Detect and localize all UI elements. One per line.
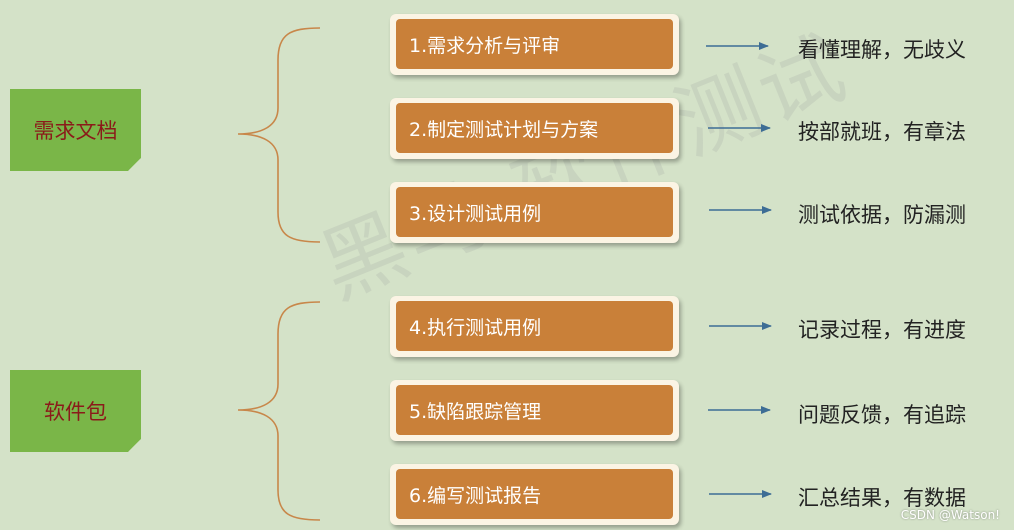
step-box-4: 4.执行测试用例 <box>390 296 679 357</box>
step-outcome-6: 汇总结果，有数据 <box>798 486 966 510</box>
step-box-6: 6.编写测试报告 <box>390 464 679 525</box>
group-note-requirements: 需求文档 <box>10 89 141 171</box>
step-box-5: 5.缺陷跟踪管理 <box>390 380 679 441</box>
step-outcome-1: 看懂理解，无歧义 <box>798 38 966 62</box>
step-label: 2.制定测试计划与方案 <box>396 103 673 153</box>
brace-package <box>237 301 321 521</box>
step-label: 6.编写测试报告 <box>396 469 673 519</box>
step-label: 5.缺陷跟踪管理 <box>396 385 673 435</box>
step-outcome-3: 测试依据，防漏测 <box>798 203 966 227</box>
step-outcome-2: 按部就班，有章法 <box>798 120 966 144</box>
brace-requirements <box>237 27 321 243</box>
step-box-1: 1.需求分析与评审 <box>390 14 679 75</box>
step-label: 1.需求分析与评审 <box>396 19 673 69</box>
step-outcome-4: 记录过程，有进度 <box>798 318 966 342</box>
step-outcome-5: 问题反馈，有追踪 <box>798 403 966 427</box>
credit-watermark: CSDN @Watson! <box>900 508 1000 522</box>
group-label: 需求文档 <box>33 119 118 143</box>
step-box-3: 3.设计测试用例 <box>390 182 679 243</box>
group-note-package: 软件包 <box>10 370 141 452</box>
group-label: 软件包 <box>44 400 107 424</box>
step-box-2: 2.制定测试计划与方案 <box>390 98 679 159</box>
step-label: 4.执行测试用例 <box>396 301 673 351</box>
step-label: 3.设计测试用例 <box>396 187 673 237</box>
